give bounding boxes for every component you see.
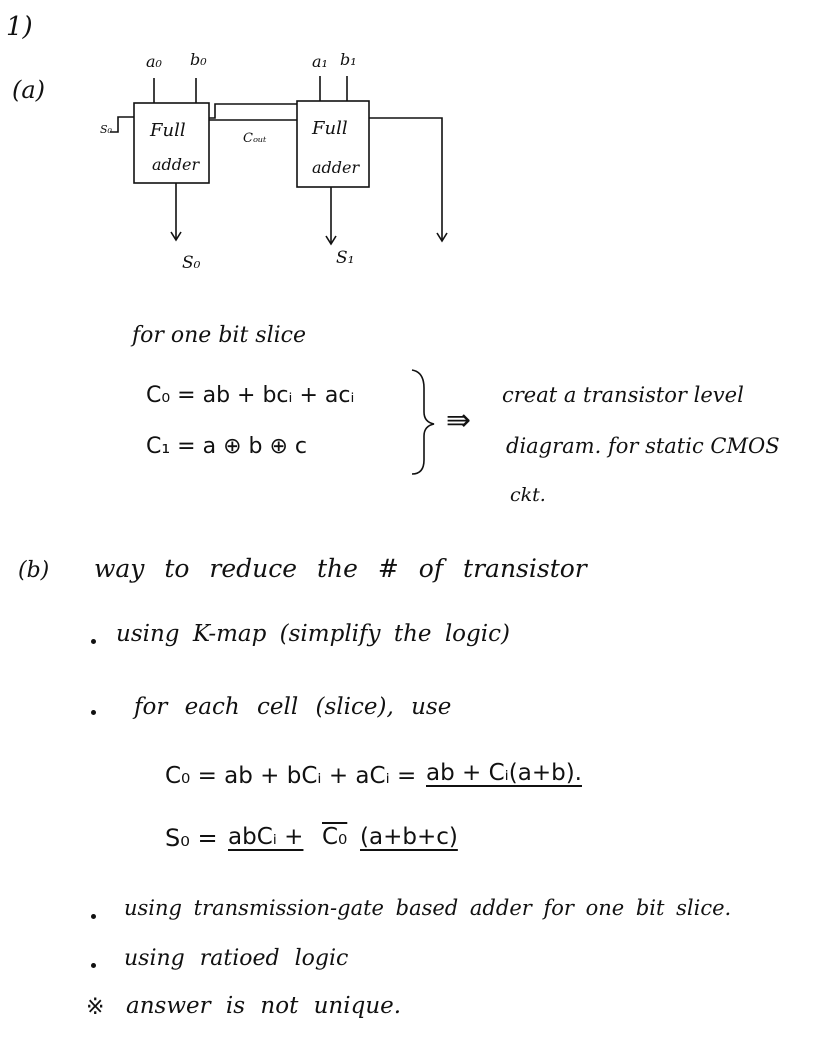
block0-label-line1: Full xyxy=(150,120,186,141)
input-b1-label: b₁ xyxy=(340,50,357,69)
carry-equation-simplified: ab + Cᵢ(a+b). xyxy=(426,760,582,786)
carry-in-label: S₀ xyxy=(100,123,112,136)
brace-symbol xyxy=(411,369,435,475)
input-a0-label: a₀ xyxy=(146,52,162,71)
output-s1-label: S₁ xyxy=(336,248,355,268)
block1-label-line2: adder xyxy=(312,158,360,177)
carry-equation-expanded: C₀ = ab + bCᵢ + aCᵢ = xyxy=(165,763,417,789)
output-s0-label: S₀ xyxy=(182,253,201,273)
slice-title: for one bit slice xyxy=(132,323,306,348)
bullet-marker xyxy=(91,963,96,968)
carry-mid-label: Cₒᵤₜ xyxy=(243,131,267,146)
bullet-each-cell: for each cell (slice), use xyxy=(134,694,452,720)
sum-equation-term2: (a+b+c) xyxy=(360,824,458,850)
sum-equation-term1: abCᵢ + xyxy=(228,824,304,850)
input-b0-label: b₀ xyxy=(190,50,207,69)
sum-equation-lhs: S₀ = xyxy=(165,824,218,852)
full-adder-diagram xyxy=(110,76,448,246)
implies-arrow: ⇛ xyxy=(446,403,472,438)
full-adder-block-0 xyxy=(133,102,210,184)
note-line-2: diagram. for static CMOS xyxy=(506,434,780,458)
sum-equation-carry-bar: C₀ xyxy=(322,824,348,850)
input-a1-label: a₁ xyxy=(312,52,328,71)
note-line-1: creat a transistor level xyxy=(502,383,744,407)
part-a-label: (a) xyxy=(12,76,46,104)
note-line-3: ckt. xyxy=(510,484,546,506)
bullet-marker xyxy=(91,914,96,919)
answer-note: answer is not unique. xyxy=(126,993,402,1019)
part-b-label: (b) xyxy=(18,558,50,583)
bullet-transmission-gate: using transmission-gate based adder for … xyxy=(124,896,732,920)
block1-label-line1: Full xyxy=(312,118,348,139)
part-b-heading: way to reduce the # of transistor xyxy=(94,554,587,583)
block0-label-line2: adder xyxy=(152,155,200,174)
star-icon: ※ xyxy=(86,995,105,1020)
bullet-marker xyxy=(91,639,96,644)
bullet-marker xyxy=(91,710,96,715)
problem-number: 1) xyxy=(6,12,33,42)
sum-equation: C₁ = a ⊕ b ⊕ c xyxy=(146,434,307,459)
bullet-kmap: using K-map (simplify the logic) xyxy=(116,621,510,647)
bullet-ratioed: using ratioed logic xyxy=(124,946,349,971)
full-adder-block-1 xyxy=(296,100,370,188)
carry-equation: C₀ = ab + bcᵢ + acᵢ xyxy=(146,383,355,408)
